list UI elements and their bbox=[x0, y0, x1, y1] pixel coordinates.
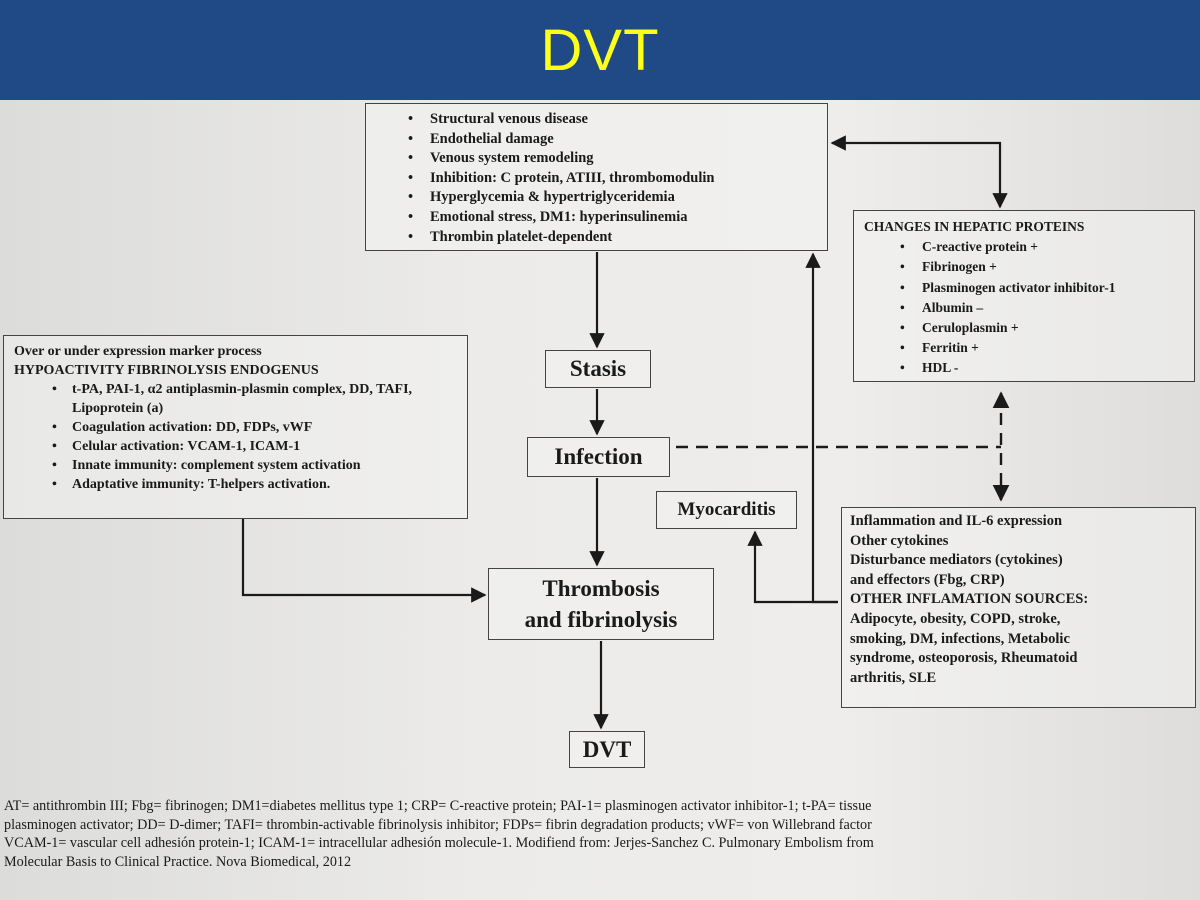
list-item: Structural venous disease bbox=[402, 110, 827, 130]
hypofibrinolysis-box: Over or under expression marker process … bbox=[3, 335, 468, 519]
list-item: Plasminogen activator inhibitor-1 bbox=[864, 278, 1194, 298]
inflam-line: syndrome, osteoporosis, Rheumatoid bbox=[850, 650, 1078, 667]
footnote-line: plasminogen activator; DD= D-dimer; TAFI… bbox=[4, 816, 872, 833]
inflam-line: OTHER INFLAMATION SOURCES: bbox=[850, 591, 1089, 608]
list-item: Emotional stress, DM1: hyperinsulinemia bbox=[402, 208, 827, 228]
list-item: Hyperglycemia & hypertriglyceridemia bbox=[402, 188, 827, 208]
footnote-line: AT= antithrombin III; Fbg= fibrinogen; D… bbox=[4, 798, 872, 814]
list-item: HDL - bbox=[864, 358, 1194, 378]
list-item: C-reactive protein + bbox=[864, 237, 1194, 257]
list-item: Albumin – bbox=[864, 298, 1194, 318]
list-item: t-PA, PAI-1, α2 antiplasmin-plasmin comp… bbox=[14, 380, 467, 418]
list-item: Ceruloplasmin + bbox=[864, 318, 1194, 338]
hypo-box-subtitle: Over or under expression marker process bbox=[14, 344, 262, 359]
node-thrombosis-fibrinolysis: Thrombosis and fibrinolysis bbox=[488, 568, 714, 640]
footnote: AT= antithrombin III; Fbg= fibrinogen; D… bbox=[4, 797, 1200, 871]
inflammation-box: Inflammation and IL-6 expression Other c… bbox=[841, 507, 1196, 708]
inflam-line: Adipocyte, obesity, COPD, stroke, bbox=[850, 610, 1061, 627]
hepatic-box-title: CHANGES IN HEPATIC PROTEINS bbox=[864, 219, 1085, 234]
footnote-line: Molecular Basis to Clinical Practice. No… bbox=[4, 853, 352, 870]
list-item: Coagulation activation: DD, FDPs, vWF bbox=[14, 418, 467, 437]
list-item: Innate immunity: complement system activ… bbox=[14, 456, 467, 475]
list-item: Thrombin platelet-dependent bbox=[402, 228, 827, 248]
inflam-line: smoking, DM, infections, Metabolic bbox=[850, 630, 1070, 647]
inflam-line: Inflammation and IL-6 expression bbox=[850, 513, 1063, 529]
title-bar: DVT bbox=[0, 0, 1200, 100]
node-thrombosis-line1: Thrombosis bbox=[542, 576, 660, 601]
hypo-box-title: HYPOACTIVITY FIBRINOLYSIS ENDOGENUS bbox=[14, 363, 319, 378]
list-item: Celular activation: VCAM-1, ICAM-1 bbox=[14, 437, 467, 456]
list-item: Inhibition: C protein, ATIII, thrombomod… bbox=[402, 169, 827, 189]
list-item: Fibrinogen + bbox=[864, 257, 1194, 277]
slide-title: DVT bbox=[540, 17, 660, 83]
list-item: Endothelial damage bbox=[402, 130, 827, 150]
venous-factors-box: Structural venous disease Endothelial da… bbox=[365, 103, 828, 251]
node-myocarditis: Myocarditis bbox=[656, 491, 797, 529]
list-item: Venous system remodeling bbox=[402, 149, 827, 169]
footnote-line: VCAM-1= vascular cell adhesión protein-1… bbox=[4, 835, 874, 851]
inflam-line: and effectors (Fbg, CRP) bbox=[850, 571, 1005, 588]
list-item: Adaptative immunity: T-helpers activatio… bbox=[14, 475, 467, 494]
hepatic-proteins-box: CHANGES IN HEPATIC PROTEINS C-reactive p… bbox=[853, 210, 1195, 382]
inflam-line: Other cytokines bbox=[850, 532, 949, 549]
node-stasis: Stasis bbox=[545, 350, 651, 388]
node-thrombosis-line2: and fibrinolysis bbox=[524, 607, 678, 632]
list-item: Ferritin + bbox=[864, 338, 1194, 358]
inflam-line: arthritis, SLE bbox=[850, 669, 937, 686]
node-infection: Infection bbox=[527, 437, 670, 477]
inflam-line: Disturbance mediators (cytokines) bbox=[850, 552, 1063, 569]
node-dvt: DVT bbox=[569, 731, 645, 768]
